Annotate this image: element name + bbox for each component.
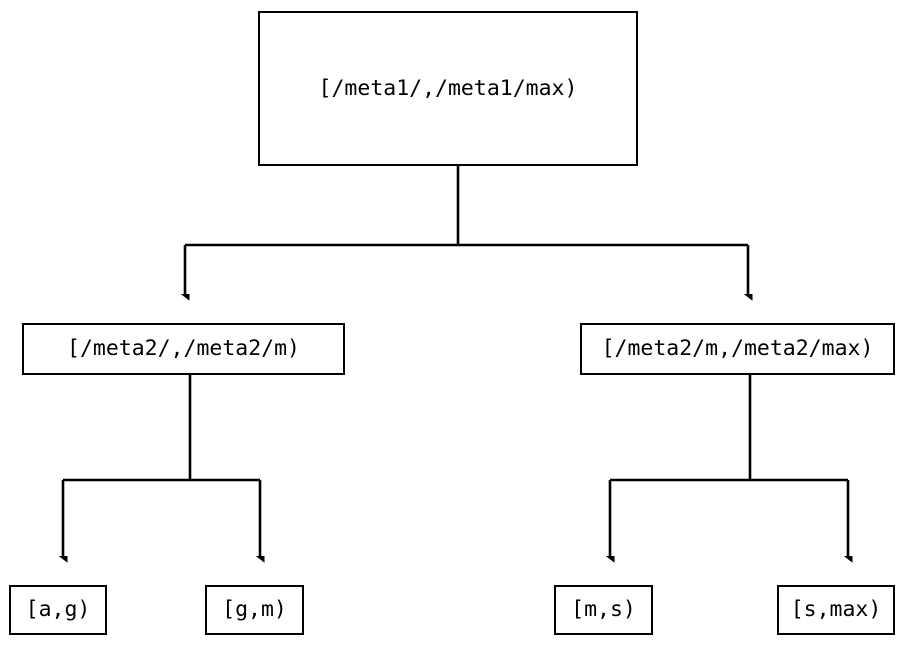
edge-right-to-leaves <box>610 375 848 556</box>
node-leaf-a-g-label: [a,g) <box>25 597 91 623</box>
node-meta2-lower-label: [/meta2/,/meta2/m) <box>67 336 300 362</box>
edge-left-to-leaves <box>63 375 260 556</box>
node-meta2-upper[interactable]: [/meta2/m,/meta2/max) <box>580 323 895 375</box>
node-leaf-g-m-label: [g,m) <box>222 597 287 623</box>
node-leaf-s-max[interactable]: [s,max) <box>777 585 895 635</box>
node-leaf-a-g[interactable]: [a,g) <box>9 585 107 635</box>
node-root-label: [/meta1/,/meta1/max) <box>318 75 578 101</box>
edge-root-to-level1 <box>185 166 748 294</box>
node-leaf-s-max-label: [s,max) <box>790 597 882 623</box>
node-leaf-g-m[interactable]: [g,m) <box>205 585 304 635</box>
node-meta2-upper-label: [/meta2/m,/meta2/max) <box>601 336 874 362</box>
node-root[interactable]: [/meta1/,/meta1/max) <box>258 11 638 166</box>
node-meta2-lower[interactable]: [/meta2/,/meta2/m) <box>22 323 345 375</box>
node-leaf-m-s[interactable]: [m,s) <box>554 585 653 635</box>
node-leaf-m-s-label: [m,s) <box>571 597 636 623</box>
